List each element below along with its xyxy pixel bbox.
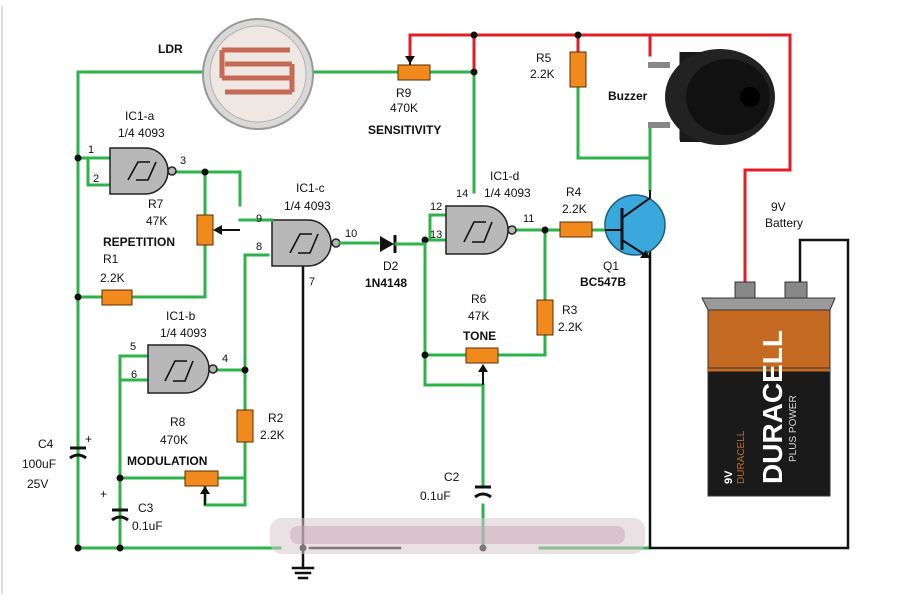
r4-resistor: R4 2.2K — [559, 185, 593, 238]
r6-name: R6 — [471, 292, 487, 306]
blurred-watermark — [270, 518, 645, 554]
r5-value: 2.2K — [530, 67, 555, 81]
c4-name: C4 — [38, 437, 54, 451]
ic1b-nand-gate: IC1-b 1/4 4093 5 6 4 — [130, 309, 228, 394]
r9-function: SENSITIVITY — [368, 123, 441, 137]
battery-cell-label: 9V — [723, 470, 735, 484]
battery-brand-small: DURACELL — [736, 430, 747, 484]
battery-label: Battery — [765, 216, 803, 230]
r7-potentiometer: R7 47K REPETITION — [103, 197, 240, 249]
ic1a-name: IC1-a — [125, 109, 155, 123]
r3-resistor: R3 2.2K — [536, 299, 583, 336]
r2-name: R2 — [268, 411, 284, 425]
c4-voltage: 25V — [27, 477, 48, 491]
ic1d-pin13: 13 — [430, 229, 442, 241]
c2-name: C2 — [444, 470, 460, 484]
r9-potentiometer: R9 470K SENSITIVITY — [368, 56, 441, 137]
ic1c-pin8: 8 — [256, 241, 262, 253]
r8-name: R8 — [170, 415, 186, 429]
ldr-label: LDR — [158, 42, 183, 56]
r8-function: MODULATION — [127, 454, 207, 468]
r4-value: 2.2K — [562, 202, 587, 216]
c4-value: 100uF — [22, 457, 56, 471]
ldr-sensor: LDR — [158, 18, 314, 130]
r5-name: R5 — [536, 51, 552, 65]
r2-resistor: R2 2.2K — [236, 409, 285, 443]
ic1d-pin11: 11 — [523, 213, 534, 225]
ic1c-part: 1/4 4093 — [284, 199, 331, 213]
battery: 9V Battery DURACELL PLUS POWER DURACELL … — [701, 200, 836, 497]
q1-name: Q1 — [603, 259, 619, 273]
ic1d-pin12: 12 — [430, 201, 442, 213]
r3-name: R3 — [562, 303, 578, 317]
ic1d-part: 1/4 4093 — [484, 186, 531, 200]
d2-diode: D2 1N4148 — [365, 235, 427, 290]
c3-name: C3 — [138, 501, 154, 515]
r1-value: 2.2K — [100, 271, 125, 285]
r1-name: R1 — [103, 252, 119, 266]
ic1c-pin7: 7 — [309, 276, 315, 288]
battery-voltage: 9V — [771, 200, 786, 214]
ic1b-pin5: 5 — [130, 341, 136, 353]
buzzer-label: Buzzer — [608, 89, 648, 103]
r6-value: 47K — [468, 309, 489, 323]
r9-value: 470K — [390, 101, 418, 115]
q1-part: BC547B — [580, 275, 626, 289]
ic1d-name: IC1-d — [490, 169, 519, 183]
r7-function: REPETITION — [103, 235, 175, 249]
ic1c-pin10: 10 — [345, 228, 357, 240]
battery-brand: DURACELL — [757, 330, 788, 484]
r8-value: 470K — [160, 433, 188, 447]
q1-transistor: Q1 BC547B — [580, 190, 666, 289]
r1-resistor: R1 2.2K — [100, 252, 133, 306]
c3-capacitor: + C3 0.1uF — [100, 487, 163, 533]
c3-value: 0.1uF — [132, 519, 163, 533]
r7-name: R7 — [148, 197, 164, 211]
green-wires — [76, 70, 652, 550]
ic1a-pin3: 3 — [180, 155, 186, 167]
r9-name: R9 — [396, 86, 412, 100]
c2-value: 0.1uF — [420, 489, 451, 503]
ic1b-name: IC1-b — [166, 309, 196, 323]
ic1c-name: IC1-c — [296, 181, 325, 195]
ic1a-pin2: 2 — [93, 173, 99, 185]
ic1b-pin4: 4 — [222, 353, 228, 365]
ic1d-pin14: 14 — [456, 188, 468, 200]
ic1a-part: 1/4 4093 — [118, 126, 165, 140]
r7-value: 47K — [146, 214, 167, 228]
r8-potentiometer: R8 470K MODULATION — [127, 415, 219, 505]
buzzer: Buzzer — [608, 49, 775, 145]
battery-tagline: PLUS POWER — [788, 395, 799, 462]
ic1a-nand-gate: IC1-a 1/4 4093 1 2 3 — [88, 109, 186, 195]
d2-part: 1N4148 — [365, 276, 407, 290]
r6-potentiometer: R6 47K TONE — [463, 292, 499, 385]
c2-capacitor: C2 0.1uF — [420, 470, 492, 503]
r4-name: R4 — [566, 185, 582, 199]
d2-name: D2 — [383, 259, 399, 273]
r2-value: 2.2K — [260, 428, 285, 442]
ic1a-pin1: 1 — [88, 144, 94, 156]
ic1c-pin9: 9 — [256, 213, 262, 225]
r3-value: 2.2K — [558, 320, 583, 334]
r6-function: TONE — [463, 329, 496, 343]
r5-resistor: R5 2.2K — [530, 51, 587, 88]
ic1b-pin6: 6 — [131, 369, 137, 381]
c4-polarity: + — [85, 432, 92, 446]
c3-polarity: + — [100, 487, 107, 501]
ic1c-nand-gate: IC1-c 1/4 4093 9 8 10 7 — [238, 181, 380, 288]
c4-capacitor: + C4 100uF 25V — [22, 432, 92, 491]
ic1d-nand-gate: IC1-d 1/4 4093 14 12 13 11 — [430, 169, 534, 255]
ic1b-part: 1/4 4093 — [160, 326, 207, 340]
